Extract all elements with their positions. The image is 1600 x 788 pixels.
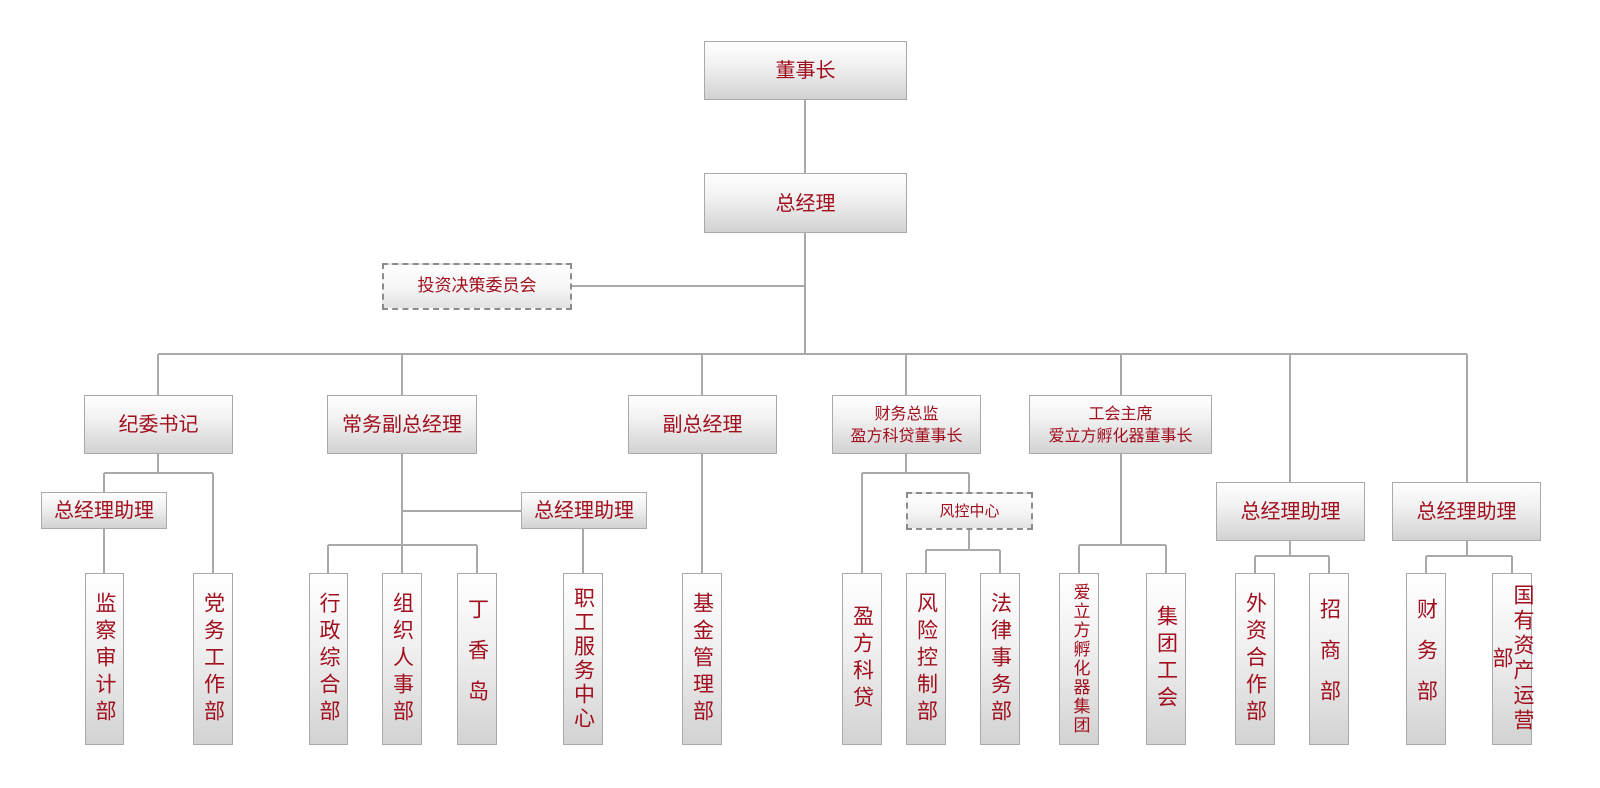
executive-label: 工会主席 爱立方孵化器董事长 — [1048, 403, 1193, 445]
department-box: 丁香岛 — [457, 573, 497, 745]
department-box: 职工服务中心 — [563, 573, 603, 745]
department-box: 国有资产运营部 — [1490, 573, 1535, 745]
investment-committee-label: 投资决策委员会 — [417, 275, 537, 296]
assistant-label: 总经理助理 — [54, 498, 154, 522]
department-label: 爱立方孵化器集团 — [1069, 583, 1090, 735]
department-label: 基金管理部 — [690, 591, 715, 727]
department-box: 爱立方孵化器集团 — [1059, 573, 1099, 745]
risk-center-box: 风控中心 — [906, 492, 1033, 530]
department-label: 丁香岛 — [465, 597, 490, 721]
department-box: 基金管理部 — [682, 573, 722, 745]
chairman-label: 董事长 — [775, 58, 836, 82]
executive-label: 副总经理 — [662, 412, 743, 436]
department-label: 法律事务部 — [988, 591, 1013, 727]
department-label: 财务部 — [1414, 597, 1439, 721]
investment-committee-box: 投资决策委员会 — [382, 263, 572, 310]
executive-box: 纪委书记 — [84, 395, 233, 454]
assistant-label: 总经理助理 — [534, 498, 634, 522]
department-box: 组织人事部 — [382, 573, 422, 745]
department-box: 招商部 — [1309, 573, 1349, 745]
executive-label: 总经理助理 — [1240, 499, 1341, 523]
executive-box: 常务副总经理 — [327, 395, 477, 454]
department-label: 职工服务中心 — [571, 587, 596, 731]
executive-label: 财务总监 盈方科贷董事长 — [850, 403, 963, 445]
assistant-box: 总经理助理 — [521, 492, 647, 529]
department-label: 组织人事部 — [390, 591, 415, 727]
department-box: 财务部 — [1406, 573, 1446, 745]
department-box: 法律事务部 — [980, 573, 1020, 745]
department-label: 外资合作部 — [1243, 591, 1268, 727]
department-box: 外资合作部 — [1235, 573, 1275, 745]
general-manager-box: 总经理 — [704, 173, 907, 233]
department-label: 党务工作部 — [201, 591, 226, 727]
department-label: 集团工会 — [1154, 605, 1179, 713]
executive-label: 常务副总经理 — [342, 412, 462, 436]
executive-box: 总经理助理 — [1216, 482, 1365, 541]
executive-box: 工会主席 爱立方孵化器董事长 — [1029, 395, 1212, 454]
department-box: 监察审计部 — [85, 573, 124, 745]
department-label: 招商部 — [1317, 597, 1342, 721]
chairman-box: 董事长 — [704, 41, 907, 100]
executive-label: 纪委书记 — [118, 412, 199, 436]
executive-box: 总经理助理 — [1392, 482, 1541, 541]
department-label: 盈方科贷 — [850, 605, 875, 713]
executive-box: 副总经理 — [628, 395, 777, 454]
department-label: 国有资产运营部 — [1490, 584, 1535, 734]
department-label: 行政综合部 — [317, 591, 341, 727]
assistant-box: 总经理助理 — [41, 492, 167, 529]
general-manager-label: 总经理 — [775, 190, 836, 215]
department-box: 集团工会 — [1146, 573, 1186, 745]
executive-label: 总经理助理 — [1416, 499, 1517, 523]
department-label: 监察审计部 — [93, 591, 117, 727]
department-box: 风险控制部 — [906, 573, 946, 745]
executive-box: 财务总监 盈方科贷董事长 — [832, 395, 981, 454]
department-label: 风险控制部 — [914, 591, 939, 727]
department-box: 行政综合部 — [309, 573, 348, 745]
department-box: 盈方科贷 — [842, 573, 882, 745]
risk-center-label: 风控中心 — [939, 501, 1000, 520]
department-box: 党务工作部 — [193, 573, 233, 745]
